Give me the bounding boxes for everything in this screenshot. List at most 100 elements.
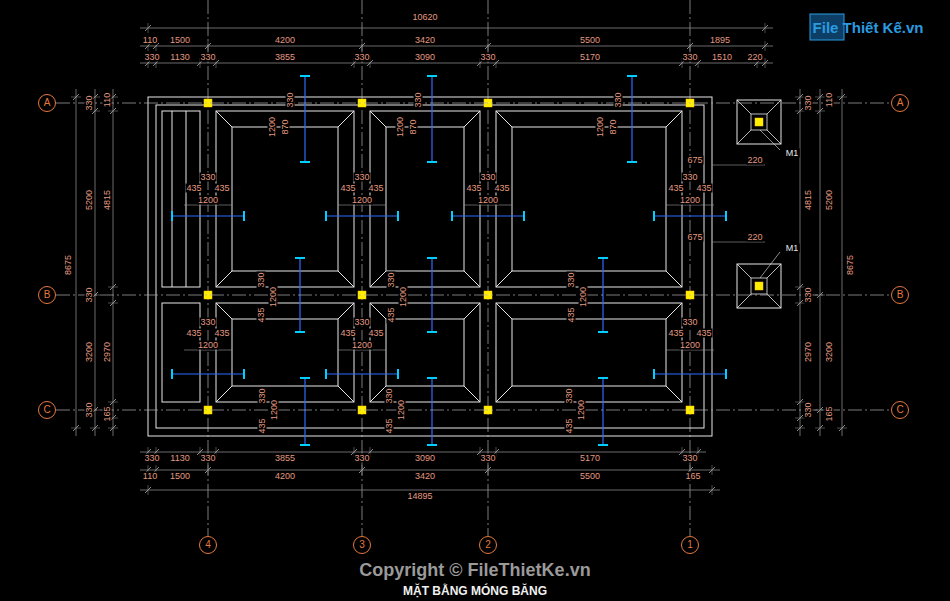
footing-slope <box>216 386 232 402</box>
dimension-line <box>464 205 512 206</box>
dimension-line <box>140 452 706 453</box>
section-tick <box>427 377 437 379</box>
section-tick <box>627 75 637 77</box>
outline-rect <box>148 97 712 436</box>
dimension-text: 435 <box>465 184 482 193</box>
footing-detail <box>751 278 767 294</box>
section-tick <box>427 75 437 77</box>
footing-slope <box>737 294 751 308</box>
dimension-line <box>95 89 96 436</box>
footing-slope <box>464 111 480 127</box>
footing-slope <box>666 386 682 402</box>
dimension-line <box>338 350 386 351</box>
section-tick <box>243 211 245 221</box>
dimension-text: 435 <box>493 184 510 193</box>
section-cut <box>304 378 305 445</box>
dimension-text: 3200 <box>825 341 834 363</box>
dimension-text: 3855 <box>274 53 296 62</box>
dimension-text: 1500 <box>169 472 191 481</box>
dimension-text: 1200 <box>268 116 277 138</box>
footing-slope <box>767 130 781 144</box>
section-tick <box>300 75 310 77</box>
dimension-text: 330 <box>199 53 216 62</box>
grid-label: C <box>43 405 50 415</box>
dimension-text: 110 <box>103 92 112 108</box>
footing-slope <box>370 271 386 287</box>
dimension-text: 110 <box>142 36 158 45</box>
dimension-line <box>338 205 386 206</box>
dimension-text: 330 <box>199 173 216 182</box>
section-tick <box>598 377 608 379</box>
grid-bubble: A <box>891 94 909 112</box>
footing-slope <box>338 386 354 402</box>
dimension-line <box>712 165 765 166</box>
beam-edge <box>496 303 682 402</box>
footing-slope <box>496 271 512 287</box>
dimension-text: 435 <box>667 329 684 338</box>
dimension-ext <box>488 465 489 475</box>
section-tick <box>427 444 437 446</box>
dimension-text: 110 <box>825 92 834 108</box>
watermark: Copyright © FileThietKe.vn <box>358 561 591 579</box>
dimension-text: 435 <box>387 306 396 323</box>
dimension-text: 3090 <box>414 454 436 463</box>
footing-slope <box>370 303 386 319</box>
footing-slope <box>216 111 232 127</box>
section-cut <box>172 215 244 216</box>
dimension-text: 435 <box>213 329 230 338</box>
section-tick <box>627 161 637 163</box>
dimension-ext <box>815 97 825 98</box>
footing-edge <box>512 319 666 386</box>
dimension-text: 3090 <box>414 53 436 62</box>
dimension-text: 220 <box>746 233 763 242</box>
grid-bubble: B <box>891 286 909 304</box>
dimension-ext <box>815 428 825 429</box>
dimension-text: 330 <box>85 286 94 303</box>
section-cut <box>654 215 726 216</box>
dimension-text: 1200 <box>679 196 701 205</box>
dimension-text: 435 <box>695 184 712 193</box>
dimension-text: 1200 <box>197 196 219 205</box>
dimension-line <box>800 89 801 436</box>
dimension-text: 330 <box>85 94 94 111</box>
dimension-line <box>666 205 714 206</box>
dimension-text: 8675 <box>846 254 855 276</box>
section-cut <box>326 373 398 374</box>
grid-label: 1 <box>687 540 693 550</box>
dimension-text: 1200 <box>270 399 279 421</box>
column-square <box>755 118 763 126</box>
dimension-text: 1200 <box>596 116 605 138</box>
section-tick <box>598 331 608 333</box>
dimension-ext <box>208 465 209 475</box>
dimension-text: 435 <box>257 306 266 323</box>
section-cut <box>304 76 305 162</box>
footing-edge <box>232 127 338 271</box>
grid-bubble: A <box>38 94 56 112</box>
dimension-text: 435 <box>385 417 394 434</box>
dimension-text: 330 <box>804 401 813 418</box>
dimension-text: 435 <box>667 184 684 193</box>
dimension-ext <box>712 465 713 475</box>
dimension-text: 330 <box>199 318 216 327</box>
dimension-text: 4200 <box>274 472 296 481</box>
section-cut <box>452 215 524 216</box>
section-tick <box>598 257 608 259</box>
section-tick <box>325 211 327 221</box>
grid-bubble: 4 <box>199 536 217 554</box>
footing-slope <box>464 303 480 319</box>
section-tick <box>725 211 727 221</box>
footing-slope <box>464 271 480 287</box>
dimension-line <box>712 242 765 243</box>
dimension-text: 2970 <box>103 341 112 363</box>
dimension-line <box>76 89 77 436</box>
dimension-text: 435 <box>185 184 202 193</box>
dimension-text: 435 <box>567 306 576 323</box>
dimension-ext <box>208 41 209 51</box>
dimension-text: 1200 <box>577 399 586 421</box>
dimension-ext <box>71 97 81 98</box>
dimension-text: 14895 <box>406 492 433 501</box>
dimension-text: 330 <box>85 401 94 418</box>
dimension-text: 110 <box>142 472 158 481</box>
section-cut <box>431 76 432 162</box>
dimension-line <box>842 89 843 436</box>
